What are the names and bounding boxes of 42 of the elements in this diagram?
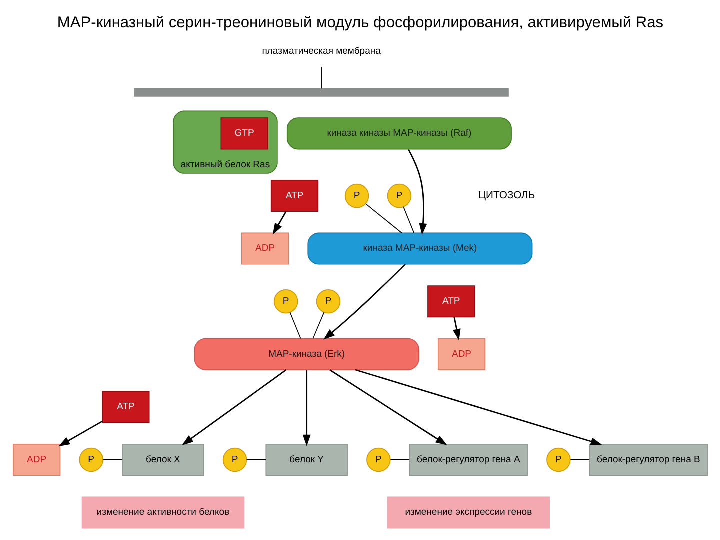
node-box: белок-регулятор гена B bbox=[588, 444, 708, 476]
arrow bbox=[182, 370, 286, 446]
node-box: белок-регулятор гена A bbox=[408, 444, 528, 476]
node-box: GTP bbox=[220, 118, 268, 150]
connector bbox=[312, 312, 324, 340]
node-circle: P bbox=[78, 448, 103, 472]
connector bbox=[320, 66, 322, 90]
node-box: изменение экспрессии генов bbox=[386, 496, 550, 529]
connector bbox=[289, 312, 301, 340]
arrow bbox=[58, 420, 102, 447]
node-box: ADP bbox=[437, 338, 486, 370]
node-bar bbox=[134, 88, 508, 97]
node-circle: P bbox=[386, 184, 412, 208]
node-box: ATP bbox=[427, 286, 475, 318]
arrow bbox=[329, 370, 447, 446]
arrow bbox=[302, 370, 310, 446]
node-box: белок X bbox=[122, 444, 204, 476]
node-box: MAP-киназа (Erk) bbox=[194, 338, 419, 370]
diagram-title: MAP-киназный серин-треониновый модуль фосфорилирования, активируемый Ras bbox=[56, 14, 664, 32]
node-circle: P bbox=[344, 184, 369, 208]
node-box: ADP bbox=[241, 232, 289, 265]
connector bbox=[402, 206, 414, 234]
node-circle: P bbox=[316, 289, 340, 314]
arrow bbox=[408, 149, 427, 236]
arrow bbox=[323, 264, 406, 340]
arrow bbox=[452, 317, 460, 341]
node-box: ADP bbox=[12, 444, 60, 476]
connector bbox=[364, 204, 402, 234]
node-text: плазматическая мембрана bbox=[262, 46, 380, 57]
arrow bbox=[272, 211, 286, 235]
node-circle: P bbox=[273, 289, 298, 314]
node-circle: P bbox=[222, 448, 247, 472]
node-circle: P bbox=[546, 448, 570, 472]
node-box: белок Y bbox=[265, 444, 348, 476]
node-box: киназа киназы MAP-киназы (Raf) bbox=[286, 118, 512, 150]
node-circle: P bbox=[366, 448, 390, 472]
label: ЦИТОЗОЛЬ bbox=[478, 190, 535, 202]
node-box: киназа MAP-киназы (Mek) bbox=[307, 232, 532, 265]
node-box: изменение активности белков bbox=[81, 496, 244, 529]
node-box: ATP bbox=[102, 391, 150, 424]
node-box: ATP bbox=[270, 180, 318, 212]
arrow bbox=[354, 369, 602, 446]
